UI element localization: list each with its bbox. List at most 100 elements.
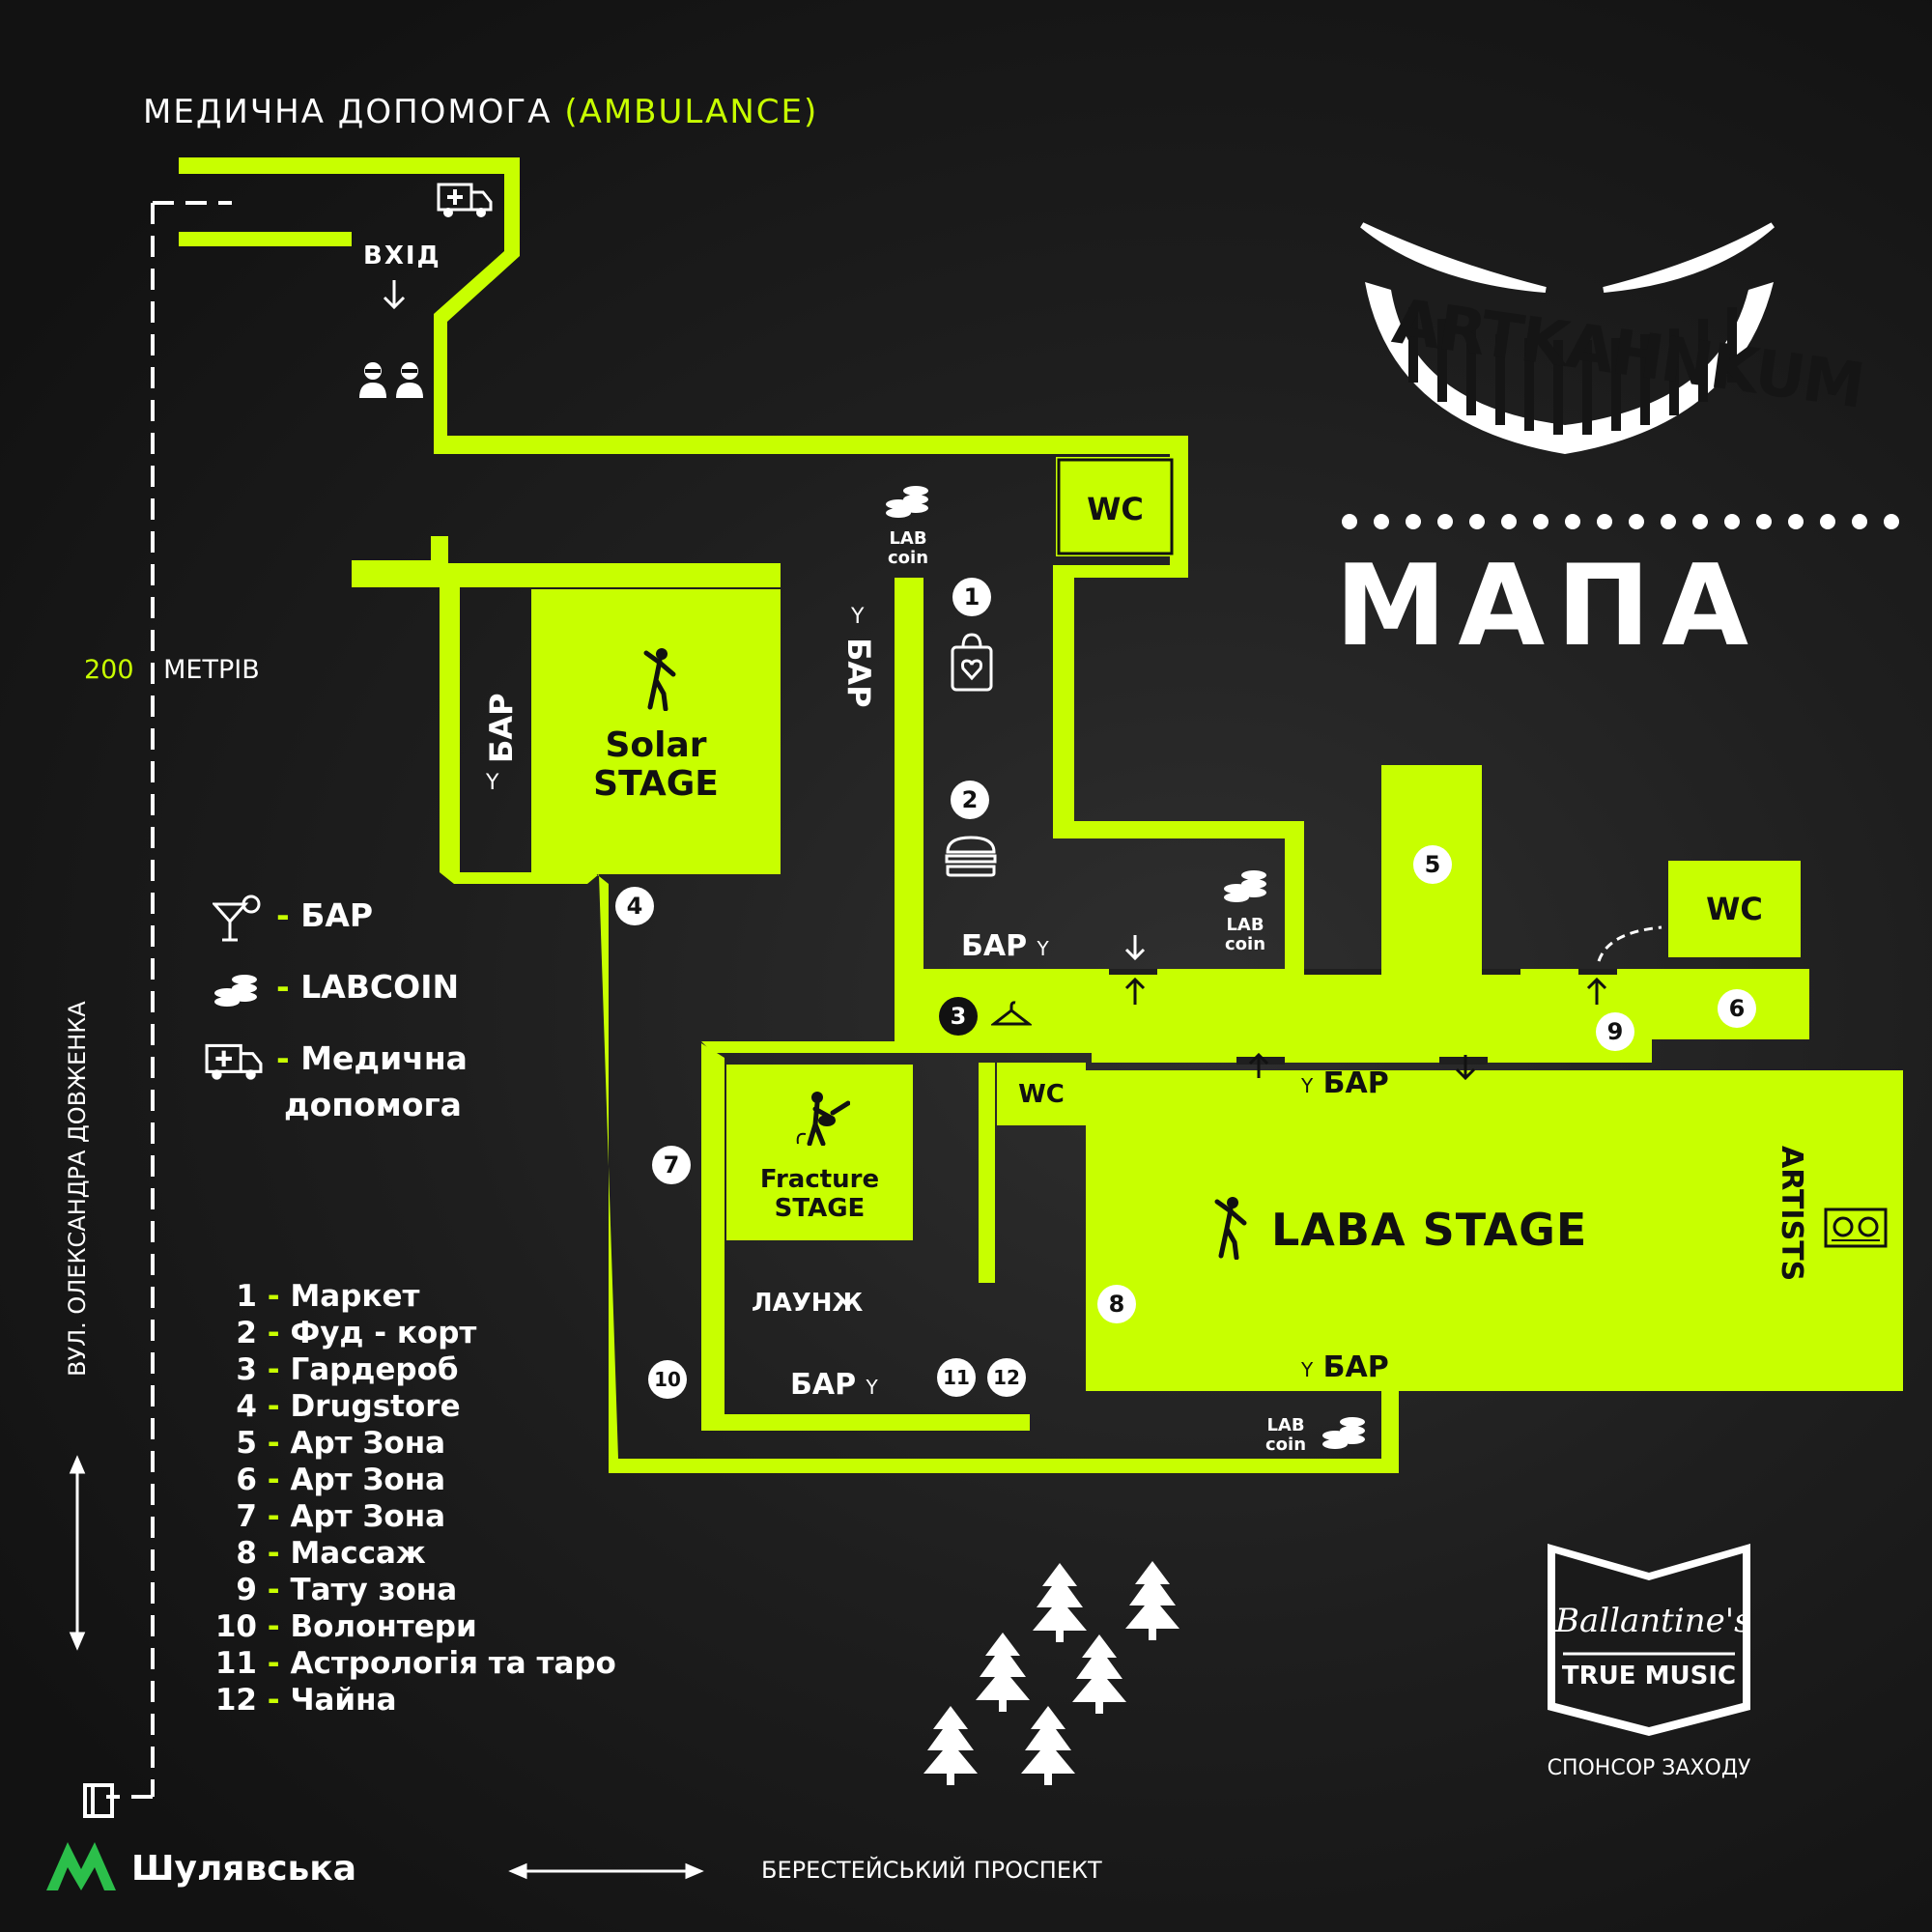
legend-bar-label: БАР bbox=[300, 896, 374, 934]
bar-label-lounge: БАР Y bbox=[790, 1368, 878, 1402]
wc-middle-block bbox=[997, 1063, 1086, 1125]
title-dot bbox=[1788, 514, 1804, 529]
legend-dash: - bbox=[276, 968, 290, 1006]
point-7: 7 bbox=[652, 1146, 691, 1184]
wc-right-block bbox=[1668, 861, 1801, 957]
title-dot bbox=[1565, 514, 1580, 529]
door-gap bbox=[1236, 1057, 1285, 1065]
place-name: Арт Зона bbox=[290, 1426, 446, 1461]
tree-icon bbox=[1033, 1563, 1087, 1642]
shopping-bag-icon bbox=[951, 633, 993, 692]
place-number: 9 bbox=[236, 1573, 257, 1607]
up-arrow-icon bbox=[1124, 977, 1146, 1005]
legend-medical-line1: Медична bbox=[300, 1039, 468, 1077]
title-dot bbox=[1692, 514, 1708, 529]
direction-arrows bbox=[383, 280, 1607, 1081]
scale-value: 200 bbox=[84, 655, 134, 685]
place-dash: - bbox=[257, 1573, 291, 1607]
solar-stage-block bbox=[531, 589, 781, 874]
place-item: 1 - Маркет bbox=[203, 1279, 419, 1314]
solar-hall-wall bbox=[440, 563, 460, 872]
cocktail-icon: Y bbox=[1301, 1074, 1314, 1097]
wc-top-block bbox=[1056, 457, 1175, 556]
place-item: 5 - Арт Зона bbox=[203, 1426, 445, 1461]
arrow-right-head bbox=[685, 1862, 704, 1880]
point-12: 12 bbox=[987, 1358, 1026, 1397]
arrow-up-head bbox=[69, 1455, 86, 1474]
scale-distance: 200 МЕТРІВ bbox=[84, 655, 260, 685]
ambulance-legend-icon bbox=[205, 1043, 263, 1080]
place-dash: - bbox=[257, 1279, 291, 1314]
laba-stage-block bbox=[1086, 1070, 1903, 1391]
labcoin-line2: coin bbox=[1224, 934, 1266, 954]
door-gap bbox=[1304, 969, 1381, 975]
sponsor-tagline: TRUE MUSIC bbox=[1561, 1662, 1737, 1690]
mouth-teeth bbox=[1408, 307, 1737, 435]
scale-arrows bbox=[69, 1455, 704, 1880]
point-5: 5 bbox=[1413, 845, 1452, 884]
door-gap bbox=[1482, 969, 1520, 975]
place-name: Чайна bbox=[290, 1683, 397, 1718]
title-dot bbox=[1852, 514, 1867, 529]
point-4: 4 bbox=[615, 887, 654, 925]
cocktail-icon: Y bbox=[866, 1376, 878, 1399]
up-arrow-icon bbox=[1586, 977, 1607, 1005]
left-eye-icon bbox=[1360, 222, 1547, 293]
corridor-left-wall bbox=[895, 578, 923, 969]
title-dot bbox=[1597, 514, 1612, 529]
title-dot bbox=[1501, 514, 1517, 529]
bar-label-corridor-top: БАР Y bbox=[961, 929, 1049, 963]
bar-text: БАР bbox=[1322, 1066, 1389, 1100]
fracture-stage-line1: Fracture bbox=[759, 1165, 880, 1194]
labcoin-line1: LAB bbox=[889, 528, 927, 549]
bar-text: БАР bbox=[790, 1368, 857, 1402]
bar-label-laba-top: Y БАР bbox=[1301, 1066, 1389, 1100]
title-dots bbox=[1342, 514, 1899, 529]
metro-station-label: Шулявська bbox=[131, 1849, 357, 1889]
place-item: 4 - Drugstore bbox=[203, 1389, 461, 1424]
venue-walls bbox=[179, 157, 1903, 1473]
place-number: 6 bbox=[236, 1463, 257, 1497]
burger-icon bbox=[945, 836, 997, 877]
title-dot bbox=[1661, 514, 1676, 529]
cocktail-icon: Y bbox=[486, 771, 499, 795]
labcoin-line1: LAB bbox=[1226, 915, 1264, 935]
place-dash: - bbox=[257, 1499, 291, 1534]
labcoin-legend-icon bbox=[214, 975, 257, 1007]
place-dash: - bbox=[257, 1683, 291, 1718]
dancer-icon bbox=[643, 648, 676, 711]
place-number: 4 bbox=[236, 1389, 257, 1424]
security-icon bbox=[359, 362, 423, 398]
dj-console-icon bbox=[1824, 1208, 1888, 1248]
sponsor-name: Ballantine's bbox=[1555, 1602, 1751, 1640]
point-8: 8 bbox=[1097, 1285, 1136, 1323]
tree-icon bbox=[923, 1706, 978, 1785]
fracture-stage-label: Fracture STAGE bbox=[726, 1165, 913, 1223]
arrow-left-head bbox=[508, 1862, 527, 1880]
fracture-stage-line2: STAGE bbox=[774, 1194, 866, 1223]
bar-text: БАР bbox=[961, 929, 1028, 963]
labcoin-line2: coin bbox=[1264, 1435, 1307, 1455]
title-dot bbox=[1374, 514, 1389, 529]
place-item: 7 - Арт Зона bbox=[203, 1499, 445, 1534]
door-gap bbox=[1109, 969, 1157, 975]
labcoin-label-mid: LAB coin bbox=[1211, 916, 1279, 954]
place-name: Маркет bbox=[290, 1279, 420, 1314]
labcoin-line1: LAB bbox=[1266, 1415, 1305, 1435]
place-name: Фуд - корт bbox=[290, 1316, 477, 1350]
place-name: Drugstore bbox=[290, 1389, 461, 1424]
tree-icon bbox=[976, 1633, 1030, 1712]
labcoin-icon bbox=[1224, 870, 1266, 902]
solar-stage-line1: Solar bbox=[605, 725, 707, 765]
laba-stage-label: LABA STAGE bbox=[1271, 1204, 1588, 1256]
tree-icon bbox=[1021, 1706, 1075, 1785]
sponsor-badge bbox=[1548, 1544, 1750, 1736]
dancer-icon bbox=[1214, 1197, 1247, 1260]
cocktail-legend-icon bbox=[213, 895, 261, 942]
street-bottom-label: БЕРЕСТЕЙСЬКИЙ ПРОСПЕКТ bbox=[761, 1857, 1102, 1884]
place-name: Астрологія та таро bbox=[290, 1646, 616, 1681]
scale-unit: МЕТРІВ bbox=[163, 655, 260, 685]
bar-label-laba-bottom: Y БАР bbox=[1301, 1350, 1389, 1384]
